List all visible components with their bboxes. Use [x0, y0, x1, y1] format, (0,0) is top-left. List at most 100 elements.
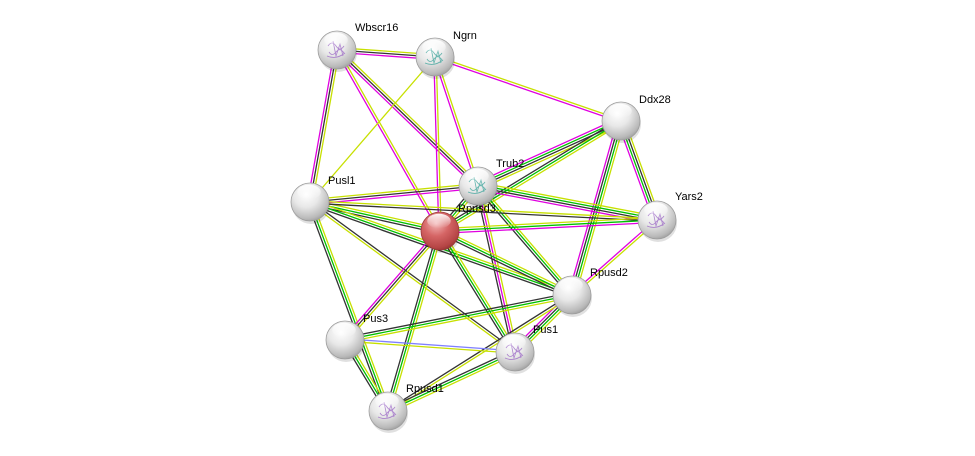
- edge-evidence-experiments: [306, 49, 336, 202]
- sphere-highlight: [422, 39, 446, 55]
- edge-evidence-coexpression: [438, 232, 572, 298]
- edge-evidence-textmining: [310, 200, 658, 220]
- node-label: Pusl1: [328, 175, 356, 187]
- node-yars2[interactable]: Yars2: [637, 191, 703, 242]
- node-wbscr16[interactable]: Wbscr16: [317, 22, 398, 72]
- edge-evidence-coexpression: [344, 230, 441, 341]
- edge-evidence-textmining: [345, 296, 573, 343]
- edges-layer: [306, 46, 661, 414]
- edge-ddx28-rpusd3[interactable]: [438, 118, 623, 234]
- sphere-highlight: [644, 202, 668, 218]
- edge-evidence-database: [439, 219, 658, 232]
- node-label: Rpusd3: [458, 203, 496, 215]
- edge-pus3-pus1[interactable]: [344, 338, 516, 354]
- edge-ngrn-pusl1[interactable]: [309, 56, 436, 203]
- edge-trub2-yars2[interactable]: [477, 181, 658, 225]
- edge-evidence-textmining: [337, 49, 442, 231]
- edge-evidence-coexpression: [307, 202, 387, 413]
- edge-evidence-database: [387, 230, 441, 412]
- node-label: Wbscr16: [355, 22, 398, 34]
- edge-rpusd2-pus3[interactable]: [344, 292, 573, 343]
- edge-evidence-textmining: [388, 353, 517, 414]
- edge-evidence-textmining: [479, 184, 575, 294]
- edge-evidence-coexpression: [344, 292, 572, 339]
- edge-wbscr16-pusl1[interactable]: [306, 49, 341, 203]
- edge-evidence-database: [309, 201, 389, 412]
- edge-evidence-textmining: [338, 47, 481, 185]
- edge-evidence-database: [439, 230, 573, 296]
- edge-evidence-coexpression: [386, 349, 515, 410]
- edge-evidence-textmining: [389, 231, 443, 412]
- edge-evidence-experiments: [434, 57, 621, 123]
- edge-evidence-coexpression: [387, 293, 572, 411]
- node-pus3[interactable]: Pus3: [325, 313, 388, 362]
- edge-evidence-textmining: [440, 228, 574, 294]
- edge-evidence-experiments: [477, 188, 657, 225]
- edge-evidence-textmining: [440, 122, 623, 234]
- edge-evidence-homology: [345, 338, 516, 352]
- edge-evidence-coexpression: [438, 118, 621, 230]
- edge-evidence-experiments: [334, 51, 477, 189]
- sphere-highlight: [502, 334, 526, 350]
- node-rpusd1[interactable]: Rpusd1: [368, 383, 444, 433]
- edge-evidence-textmining: [311, 50, 341, 203]
- edge-evidence-coexpression: [309, 202, 657, 222]
- sphere-highlight: [332, 322, 356, 338]
- edge-evidence-experiments: [335, 50, 440, 232]
- node-trub2[interactable]: Trub2: [458, 158, 524, 208]
- edge-evidence-textmining: [344, 340, 515, 354]
- edge-rpusd3-rpusd2[interactable]: [438, 228, 574, 298]
- edge-evidence-coexpression: [336, 49, 479, 187]
- edge-pusl1-pus1[interactable]: [308, 200, 517, 354]
- edge-pus1-rpusd1[interactable]: [386, 349, 517, 414]
- edge-evidence-coexpression: [310, 200, 517, 352]
- edge-evidence-coexpression: [477, 186, 657, 222]
- edge-evidence-experiments: [477, 185, 516, 353]
- sphere-highlight: [297, 184, 321, 200]
- edge-rpusd3-yars2[interactable]: [439, 216, 658, 235]
- edge-pusl1-yars2[interactable]: [309, 200, 658, 222]
- edge-evidence-database: [387, 351, 516, 412]
- node-label: Pus1: [533, 324, 558, 336]
- edge-rpusd3-pus1[interactable]: [437, 229, 518, 354]
- node-pus1[interactable]: Pus1: [495, 324, 558, 374]
- node-rpusd3[interactable]: Rpusd3: [420, 203, 496, 253]
- node-label: Yars2: [675, 191, 703, 203]
- edge-wbscr16-rpusd3[interactable]: [335, 49, 442, 232]
- sphere-highlight: [375, 393, 399, 409]
- edge-rpusd2-rpusd1[interactable]: [387, 293, 573, 413]
- edge-evidence-database: [572, 121, 623, 296]
- node-label: Rpusd1: [406, 383, 444, 395]
- edge-evidence-textmining: [435, 55, 622, 121]
- edge-pusl1-rpusd1[interactable]: [307, 200, 391, 413]
- edge-wbscr16-trub2[interactable]: [334, 47, 481, 189]
- edge-evidence-experiments: [342, 228, 439, 339]
- edge-evidence-textmining: [388, 295, 573, 413]
- node-label: Ddx28: [639, 94, 671, 106]
- sphere-highlight: [465, 168, 489, 184]
- edge-evidence-textmining: [435, 56, 480, 186]
- node-ddx28[interactable]: Ddx28: [601, 94, 671, 143]
- node-label: Rpusd2: [590, 267, 628, 279]
- edge-rpusd3-pus3[interactable]: [342, 228, 443, 343]
- node-label: Pus3: [363, 313, 388, 325]
- edge-evidence-textmining: [311, 200, 391, 411]
- sphere-highlight: [608, 103, 632, 119]
- node-ngrn[interactable]: Ngrn: [415, 30, 477, 79]
- sphere-highlight: [559, 277, 583, 293]
- edge-ngrn-rpusd3[interactable]: [433, 56, 442, 232]
- edge-trub2-rpusd2[interactable]: [475, 184, 575, 297]
- node-label: Ngrn: [453, 30, 477, 42]
- edge-ngrn-trub2[interactable]: [433, 56, 480, 187]
- sphere-highlight: [427, 213, 451, 229]
- edge-ngrn-ddx28[interactable]: [434, 55, 622, 123]
- node-rpusd2[interactable]: Rpusd2: [552, 267, 628, 317]
- edge-evidence-database: [439, 120, 622, 232]
- edge-evidence-database: [344, 294, 573, 341]
- node-pusl1[interactable]: Pusl1: [290, 175, 356, 224]
- edge-rpusd3-rpusd1[interactable]: [385, 230, 443, 412]
- edge-evidence-textmining: [309, 182, 478, 201]
- edge-evidence-database: [477, 119, 621, 186]
- edge-evidence-textmining: [574, 121, 626, 297]
